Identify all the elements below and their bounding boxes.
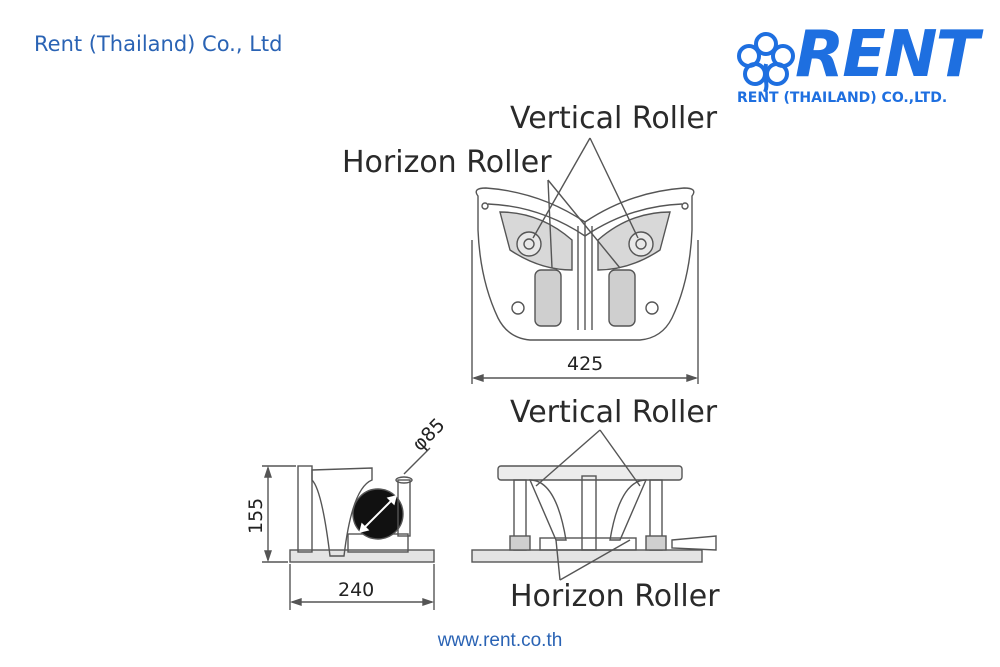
roller-diameter-dimension: φ85 xyxy=(408,414,450,456)
front-view xyxy=(471,429,717,581)
rent-logo: RENT RENT (THAILAND) CO.,LTD. xyxy=(735,18,979,112)
top-vertical-roller-label: Vertical Roller xyxy=(510,101,718,136)
logo-wordmark: RENT xyxy=(795,18,979,92)
top-width-dimension: 425 xyxy=(567,353,603,375)
side-height-dimension: 155 xyxy=(245,498,267,534)
logo-tagline: RENT (THAILAND) CO.,LTD. xyxy=(737,90,948,106)
company-name: Rent (Thailand) Co., Ltd xyxy=(34,32,283,56)
side-view xyxy=(262,447,435,610)
website-link[interactable]: www.rent.co.th xyxy=(437,630,563,651)
front-vertical-roller-label: Vertical Roller xyxy=(510,395,718,430)
front-horizon-roller-label: Horizon Roller xyxy=(510,579,720,614)
flower-icon xyxy=(737,32,795,93)
top-horizon-roller-label: Horizon Roller xyxy=(342,145,552,180)
side-width-dimension: 240 xyxy=(338,579,374,601)
top-view xyxy=(471,137,699,384)
